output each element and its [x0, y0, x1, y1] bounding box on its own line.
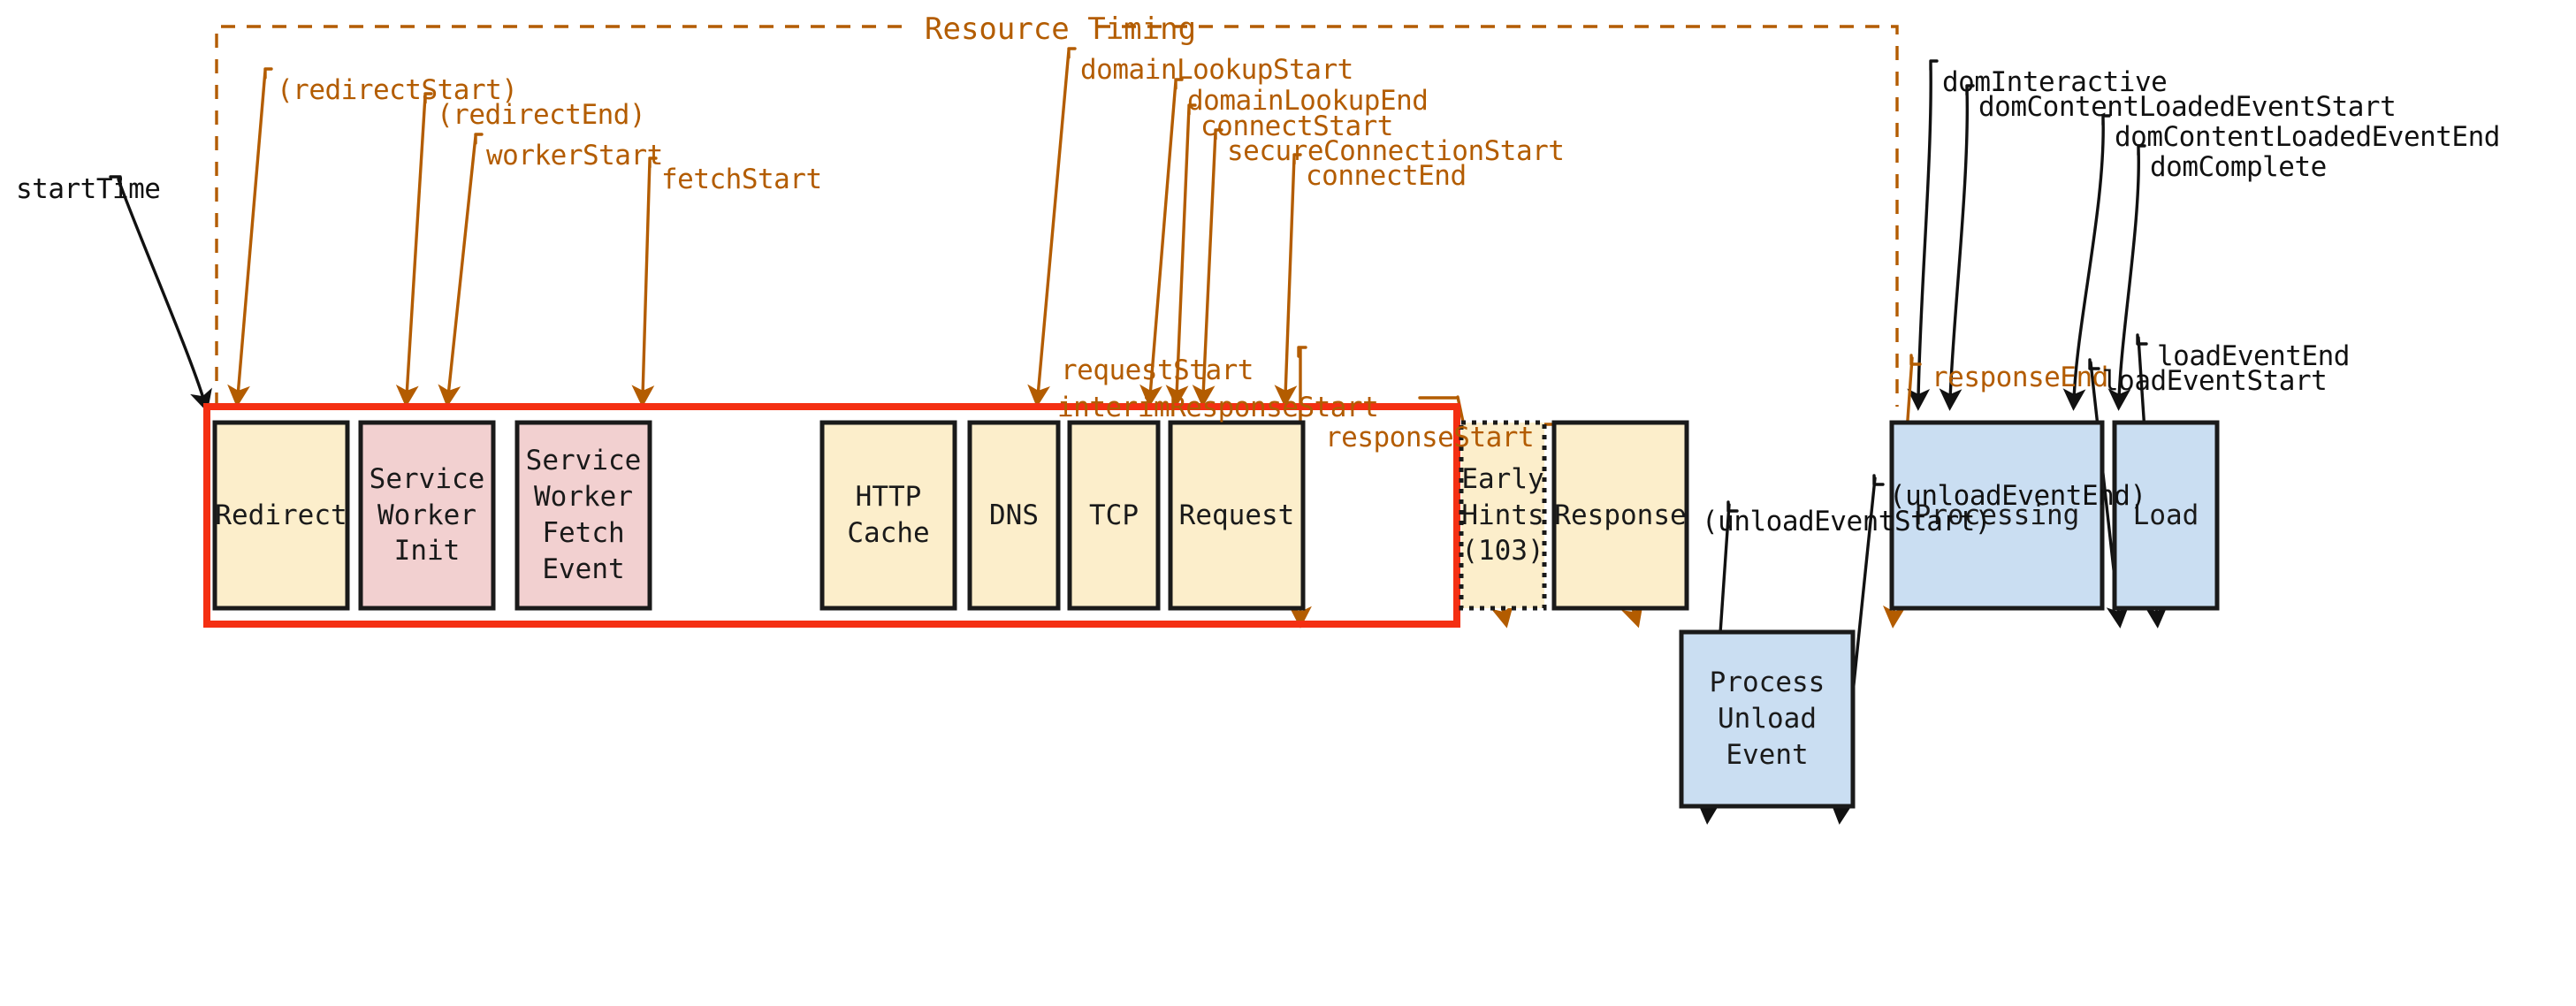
box-process-unload-event [1679, 629, 1856, 809]
label-domContentLoadedEventEnd: domContentLoadedEventEnd [2115, 121, 2500, 153]
label-domInteractive: domInteractive [1942, 66, 2168, 98]
label-requestStart: requestStart [1061, 354, 1254, 386]
label-domComplete: domComplete [2150, 151, 2327, 183]
box-response [1551, 420, 1689, 611]
label-responseStart: responseStart [1325, 422, 1535, 453]
label-workerStart: workerStart [486, 140, 663, 171]
label-domainLookupStart: domainLookupStart [1080, 54, 1353, 86]
label-connectStart: connectStart [1200, 111, 1393, 142]
leader-connectStart [1177, 103, 1197, 396]
label-responseEnd: responseEnd [1932, 362, 2108, 393]
label-domainLookupEnd: domainLookupEnd [1187, 85, 1429, 117]
resource-timing-bracket [215, 25, 1899, 407]
box-request [1168, 420, 1306, 611]
label-secureConnectionStart: secureConnectionStart [1227, 135, 1565, 167]
box-processing [1889, 420, 2105, 611]
resource-timing-title: Resource Timing [925, 11, 1197, 47]
label-unloadEventStart: (unloadEventStart) [1702, 506, 1991, 537]
resource-timing-highlight [203, 403, 1460, 628]
leader-domContentLoadedEventStart [1950, 84, 1975, 400]
box-dns [967, 420, 1061, 611]
box-service-worker-fetch [514, 420, 652, 611]
leader-fetchStart [643, 156, 656, 396]
leader-secureConnectionStart [1203, 128, 1223, 396]
label-interimResponseStart: interimResponseStart [1057, 392, 1379, 423]
leader-domainLookupStart [1038, 47, 1077, 396]
leader-connectEnd [1285, 153, 1300, 396]
box-service-worker-init [358, 420, 496, 611]
leader-domInteractive [1918, 59, 1939, 400]
box-tcp [1067, 420, 1161, 611]
phase-boxes [212, 420, 2220, 809]
leader-workerStart [448, 133, 484, 396]
label-connectEnd: connectEnd [1306, 160, 1467, 192]
leader-startTime [109, 175, 204, 401]
box-http-cache [819, 420, 957, 611]
leader-domainLookupEnd [1150, 78, 1184, 396]
box-redirect [212, 420, 350, 611]
leader-domComplete [2119, 144, 2146, 400]
box-early-hints [1459, 420, 1547, 611]
label-startTime: startTime [16, 173, 161, 205]
leader-redirectEnd [407, 92, 433, 396]
label-fetchStart: fetchStart [661, 164, 822, 195]
orange-top-leaders [238, 47, 1300, 396]
label-domContentLoadedEventStart: domContentLoadedEventStart [1978, 91, 2397, 123]
label-redirectEnd: (redirectEnd) [437, 99, 646, 131]
leader-redirectStart [238, 67, 273, 396]
label-loadEventEnd: loadEventEnd [2157, 340, 2350, 372]
box-load [2112, 420, 2220, 611]
label-loadEventStart: loadEventStart [2102, 365, 2328, 397]
black-top-leaders [109, 59, 2146, 401]
label-redirectStart: (redirectStart) [277, 74, 518, 106]
leader-domContentLoadedEventEnd [2074, 114, 2111, 400]
label-unloadEventEnd: (unloadEventEnd) [1889, 480, 2146, 512]
